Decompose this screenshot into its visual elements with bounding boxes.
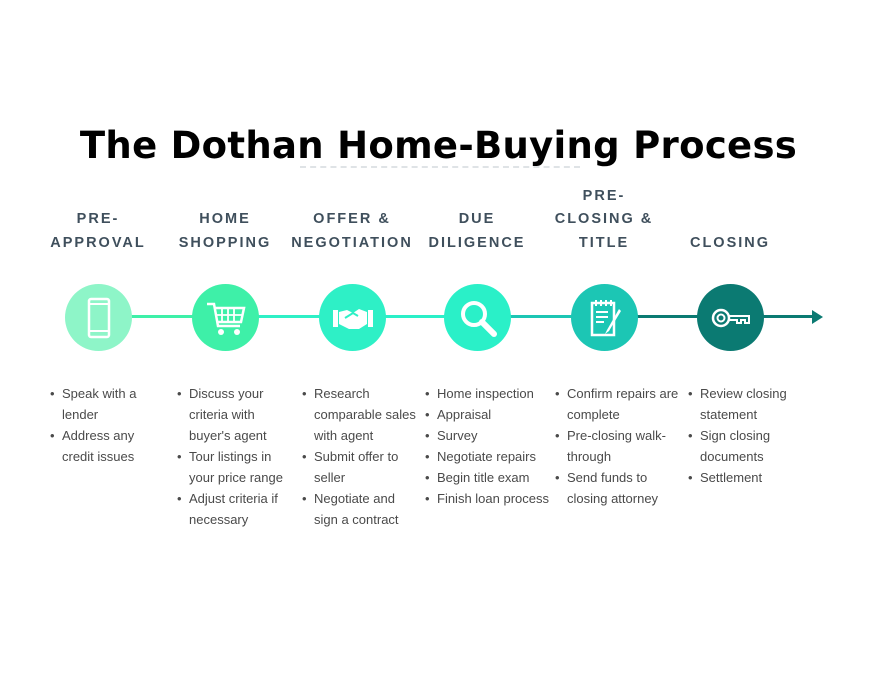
bullet-item: Speak with a lender (50, 383, 160, 425)
stage-bullet-list: Review closing statementSign closing doc… (688, 383, 803, 488)
shopping-cart-icon (206, 302, 246, 335)
bullet-item: Tour listings in your price range (177, 446, 295, 488)
stage-label-line: OFFER & (313, 211, 391, 227)
page-title: The Dothan Home-Buying Process (79, 124, 798, 167)
connector-line (225, 315, 352, 318)
stage-bullet-list: Research comparable sales with agentSubm… (302, 383, 422, 530)
stage-label-line: DUE (458, 211, 496, 227)
bullet-item: Pre-closing walk-through (555, 425, 680, 467)
stage-label-line: NEGOTIATION (291, 234, 413, 251)
bullet-item: Research comparable sales with agent (302, 383, 422, 446)
bullet-item: Adjust criteria if necessary (177, 488, 295, 530)
stage-label-line: PRE- (76, 211, 120, 227)
arrow-head-icon (812, 310, 823, 324)
handshake-icon (332, 308, 373, 329)
stage-label: HOME SHOPPING (155, 208, 295, 255)
stage-label: OFFER & NEGOTIATION (282, 208, 422, 255)
bullet-item: Send funds to closing attorney (555, 467, 680, 509)
stage-label-line: DILIGENCE (428, 234, 526, 251)
stage-bullet-list: Home inspectionAppraisalSurveyNegotiate … (425, 383, 550, 509)
stage-circle (697, 284, 764, 351)
bullet-item: Sign closing documents (688, 425, 803, 467)
stage-circle (192, 284, 259, 351)
connector-line (604, 315, 730, 318)
stage-circle (571, 284, 638, 351)
connector-line (98, 315, 225, 318)
stage-label-line: CLOSING (689, 234, 771, 251)
bullet-item: Survey (425, 425, 550, 446)
bullet-item: Appraisal (425, 404, 550, 425)
bullet-item: Discuss your criteria with buyer's agent (177, 383, 295, 446)
stage-bullet-list: Discuss your criteria with buyer's agent… (177, 383, 295, 530)
stage-label: PRE- APPROVAL (28, 208, 168, 255)
bullet-item: Negotiate repairs (425, 446, 550, 467)
stage-circle (444, 284, 511, 351)
bullet-item: Home inspection (425, 383, 550, 404)
stage-label-line: APPROVAL (50, 234, 146, 251)
stage-label: PRE- CLOSING & TITLE (534, 185, 674, 256)
bullet-item: Address any credit issues (50, 425, 160, 467)
key-icon (711, 308, 750, 327)
bullet-item: Negotiate and sign a contract (302, 488, 422, 530)
stage-label-line: HOME (199, 211, 251, 227)
bullet-item: Review closing statement (688, 383, 803, 425)
bullet-item: Confirm repairs are complete (555, 383, 680, 425)
connector-line (352, 315, 477, 318)
stage-label-line: CLOSING & (554, 211, 654, 227)
bullet-item: Finish loan process (425, 488, 550, 509)
stage-label: CLOSING (660, 232, 800, 256)
bullet-item: Settlement (688, 467, 803, 488)
stage-label-line: TITLE (578, 234, 630, 251)
connector-line (477, 315, 604, 318)
stage-label-line: PRE- (582, 187, 626, 204)
stage-bullet-list: Confirm repairs are completePre-closing … (555, 383, 680, 509)
stage-label: DUE DILIGENCE (407, 208, 547, 255)
bullet-item: Submit offer to seller (302, 446, 422, 488)
connector-line (730, 315, 814, 318)
faded-subtitle-divider (300, 166, 580, 174)
smartphone-icon (87, 297, 110, 338)
stage-bullet-list: Speak with a lenderAddress any credit is… (50, 383, 160, 467)
stage-circle (65, 284, 132, 351)
notepad-pencil-icon (590, 299, 621, 336)
bullet-item: Begin title exam (425, 467, 550, 488)
magnifying-glass-icon (460, 300, 497, 337)
stage-label-line: SHOPPING (178, 234, 272, 251)
stage-circle (319, 284, 386, 351)
